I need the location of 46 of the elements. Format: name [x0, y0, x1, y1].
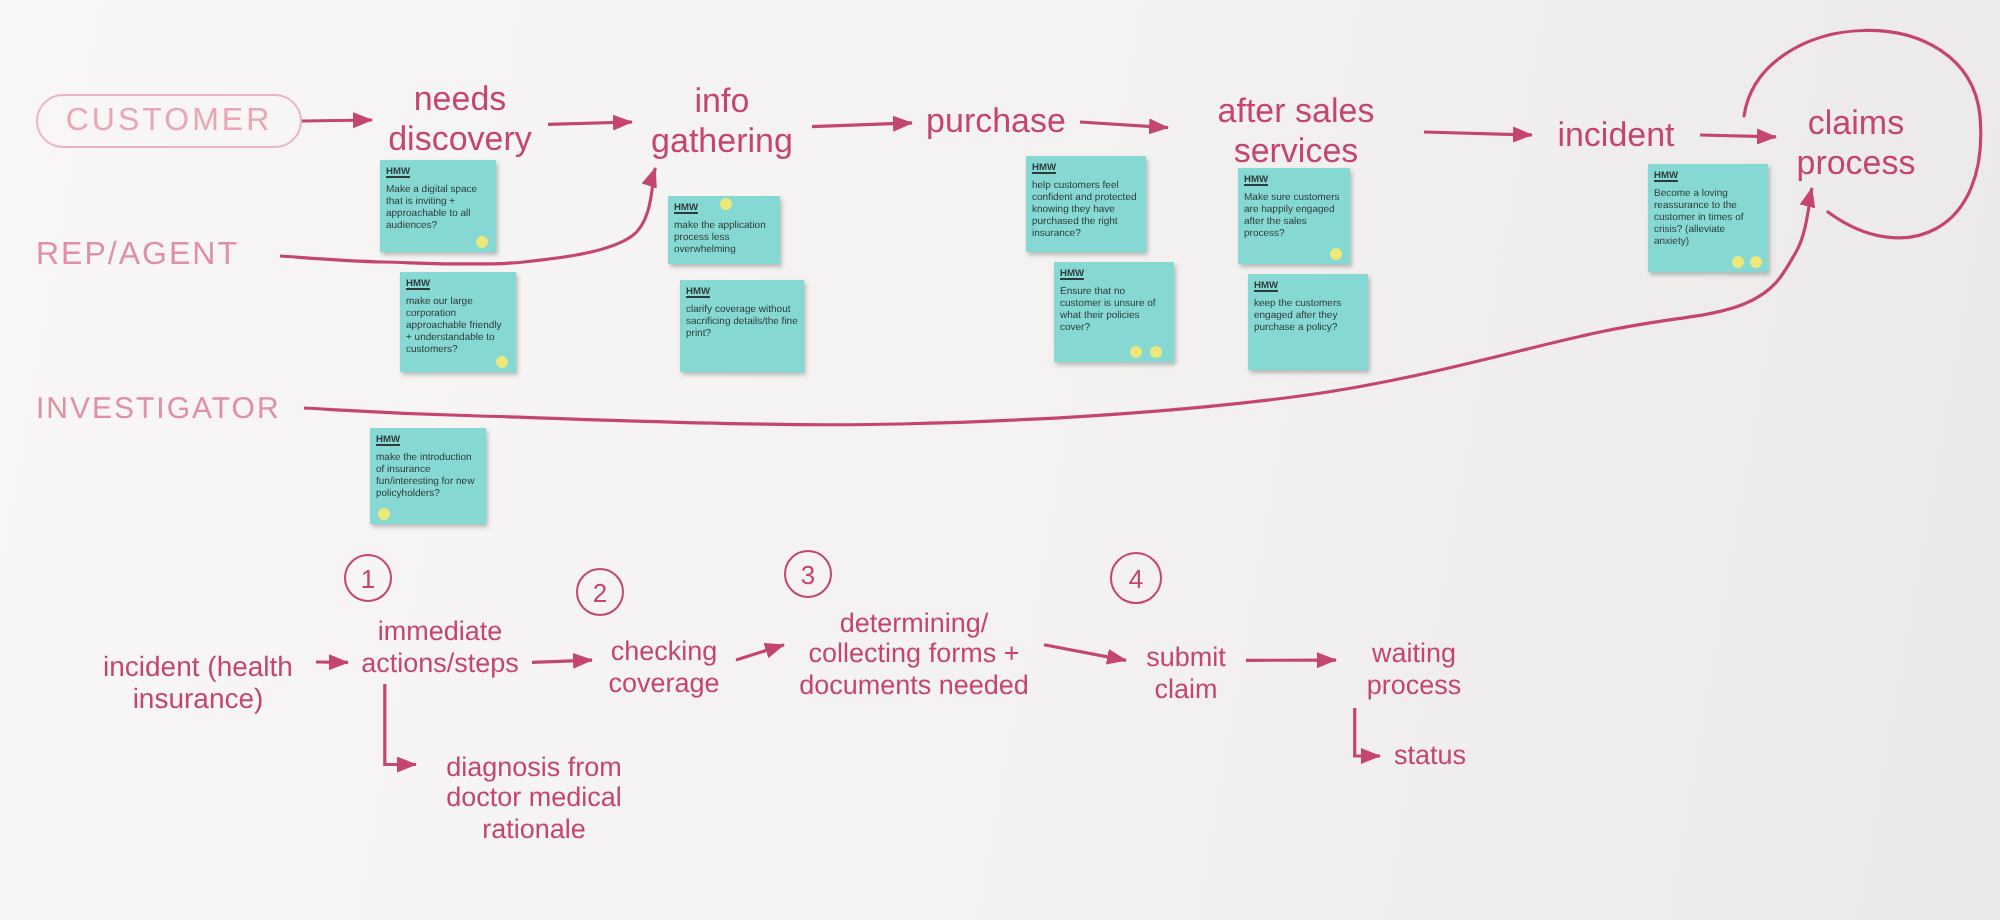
lane-label: INVESTIGATOR [36, 384, 304, 432]
stage-label: diagnosis from doctor medical rationale [416, 744, 652, 852]
arrow [279, 167, 659, 266]
stage-label: incident (health insurance) [80, 632, 316, 732]
arrow [1423, 126, 1533, 143]
circled-number: 2 [576, 568, 624, 616]
arrow [531, 652, 593, 669]
arrow [301, 112, 373, 129]
stage-label: info gathering [632, 76, 812, 168]
stage-label: after sales services [1168, 88, 1424, 176]
stage-label: status [1380, 736, 1480, 776]
arrow [547, 114, 633, 131]
stage-label: needs discovery [372, 76, 548, 164]
arrow [735, 642, 785, 662]
stage-label: waiting process [1336, 632, 1492, 708]
arrow [811, 115, 913, 132]
arrow [1043, 643, 1127, 665]
stage-label: determining/ collecting forms + documents needed [784, 596, 1044, 712]
sticky-note [1054, 262, 1174, 362]
sticky-note [380, 160, 496, 252]
arrow [303, 187, 1816, 427]
sticky-note [668, 196, 780, 264]
stage-label: immediate actions/steps [348, 612, 532, 684]
arrow [1699, 128, 1777, 145]
lane-label: REP/AGENT [36, 232, 280, 280]
sticky-note [1248, 274, 1368, 370]
circled-number: 3 [784, 550, 832, 598]
arrow [1353, 708, 1381, 764]
sticky-note [1648, 164, 1768, 272]
stage-label: claims process [1776, 100, 1936, 188]
stage-label: incident [1532, 108, 1700, 162]
arrow [383, 684, 417, 773]
sticky-note [370, 428, 486, 524]
sticky-note [1238, 168, 1350, 264]
stage-label: checking coverage [592, 632, 736, 704]
sticky-note [400, 272, 516, 372]
stage-label: purchase [912, 98, 1080, 146]
sticky-note [680, 280, 804, 372]
circled-number: 1 [344, 554, 392, 602]
arrow [1079, 118, 1169, 135]
arrow [1246, 652, 1337, 669]
circled-number: 4 [1110, 552, 1162, 604]
arrow [315, 654, 349, 671]
rounded-label: CUSTOMER [36, 94, 302, 148]
sticky-note [1026, 156, 1146, 252]
stage-label: submit claim [1126, 636, 1246, 712]
